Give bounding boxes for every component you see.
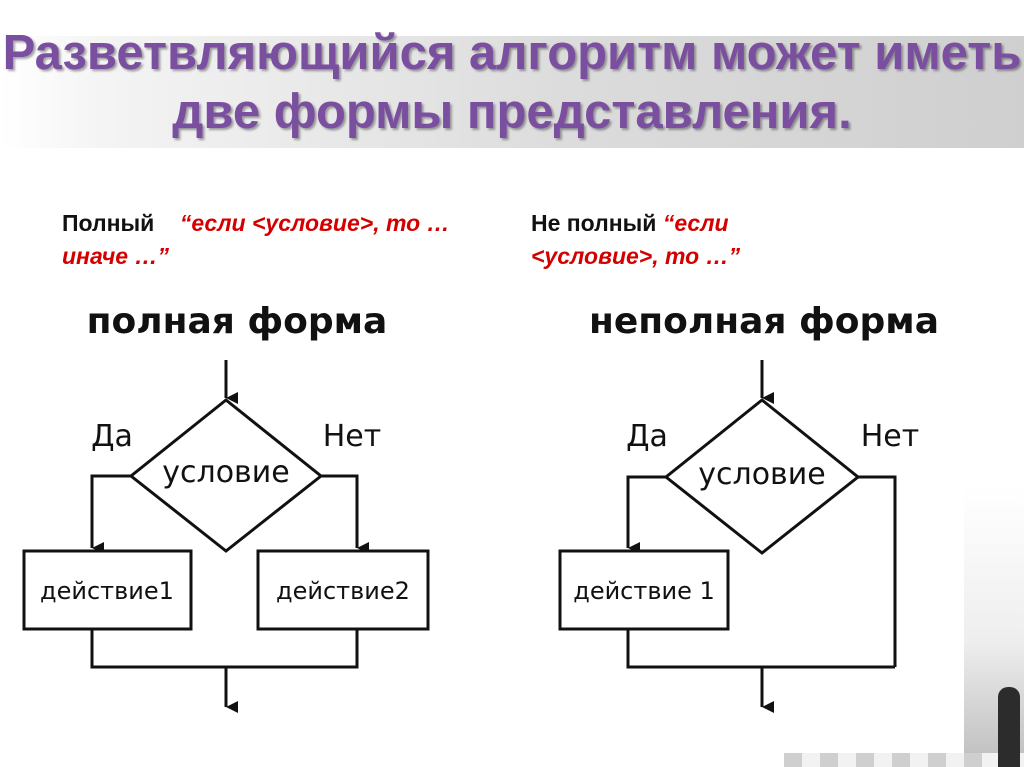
partial-action1-box [558,549,730,631]
partial-form-diagram: неполная форма условие Да Нет действие 1 [558,301,939,713]
partial-condition-text: условие [698,457,825,492]
full-form-heading: полная форма [87,301,388,342]
partial-yes-label: Да [626,419,668,454]
full-action1-text: действие1 [40,577,174,605]
full-merge-line [90,629,359,669]
full-condition-text: условие [162,455,289,490]
person-silhouette-icon [998,687,1020,767]
partial-no-label: Нет [861,419,920,454]
partial-form-heading: неполная форма [589,301,939,342]
partial-yes-branch [626,475,666,554]
full-form-description: Полный “если <условие>, то … иначе …” [62,207,502,273]
full-yes-label: Да [91,419,133,454]
full-action2-text: действие2 [276,577,410,605]
full-action2-box [256,549,430,631]
corner-floor-decoration [784,753,1024,767]
title-band [0,36,1024,148]
full-form-diagram: полная форма условие Да Нет действие1 де… [22,301,430,713]
partial-condition-diamond [663,398,861,555]
partial-form-rule: “если <условие>, то …” [531,210,741,269]
full-no-label: Нет [323,419,382,454]
partial-form-kind: Не полный [531,210,657,236]
full-action1-box [22,549,193,631]
full-no-branch [321,474,369,554]
full-condition-diamond [128,398,324,553]
partial-form-description: Не полный “если <условие>, то …” [531,207,851,273]
full-form-rule: “если <условие>, то … иначе …” [62,210,450,269]
partial-action1-text: действие 1 [573,577,715,605]
partial-no-branch [858,475,897,667]
full-yes-branch [90,474,131,554]
full-form-kind: Полный [62,210,155,236]
partial-merge-line [626,629,895,669]
slide-title: Разветвляющийся алгоритм может иметь две… [2,26,1022,139]
